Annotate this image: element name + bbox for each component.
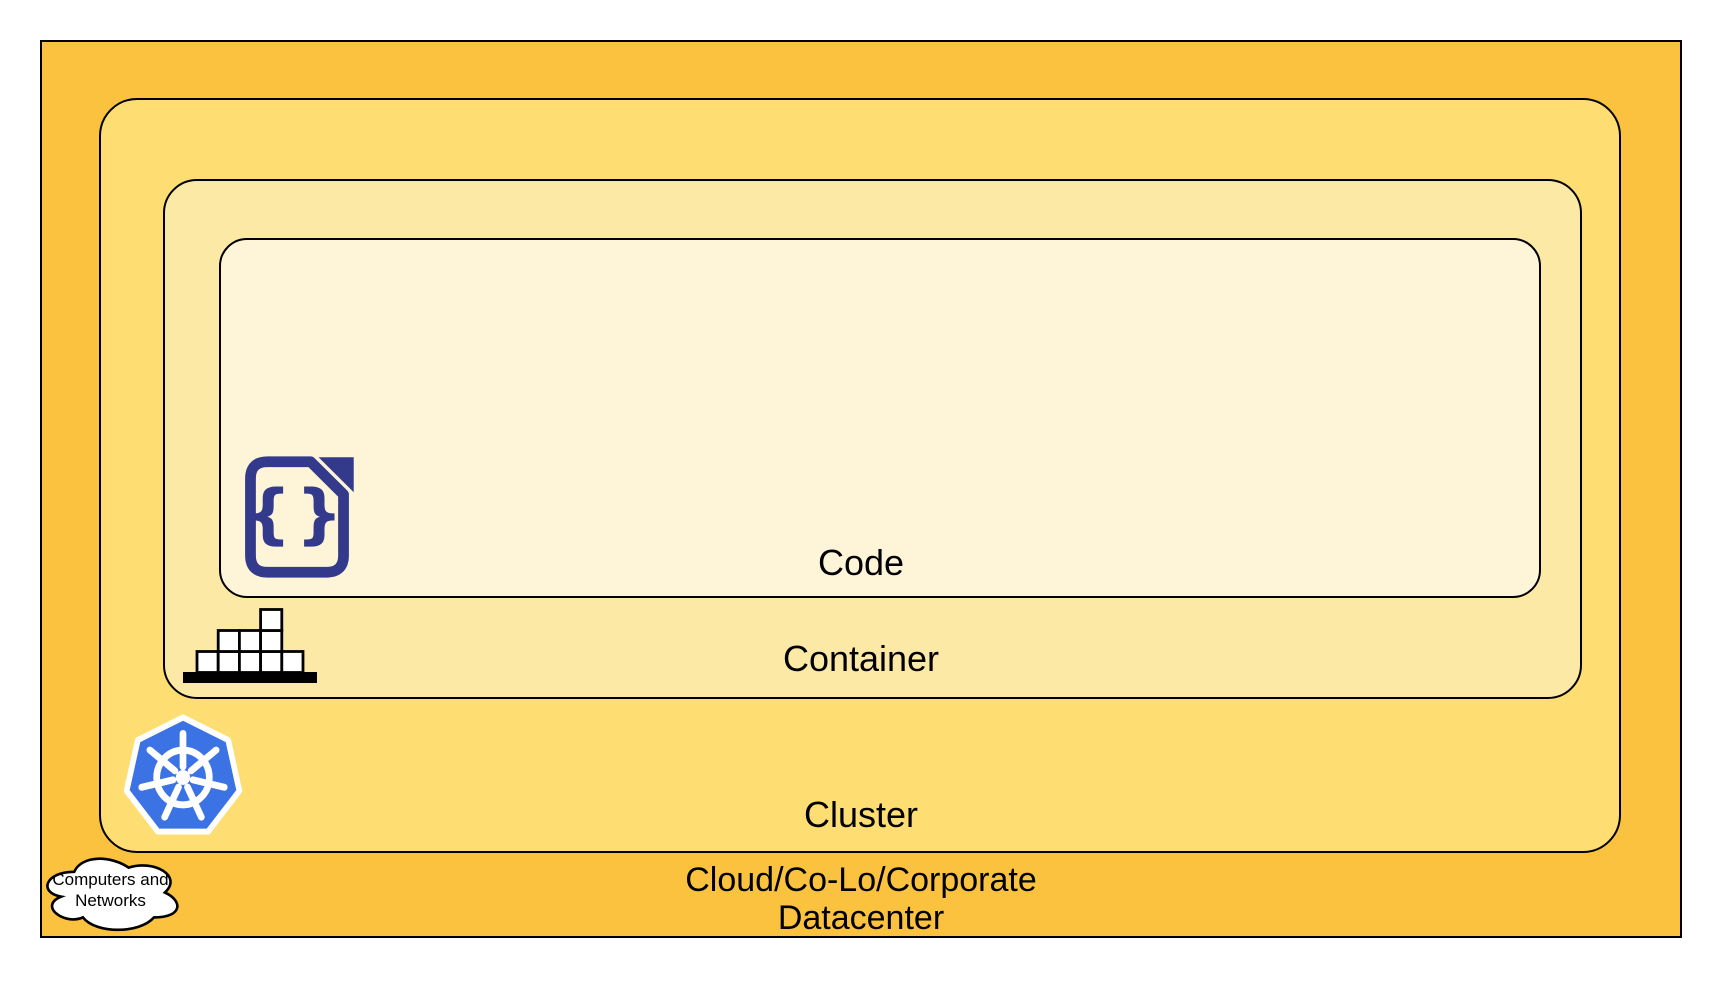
- datacenter-label-line1: Cloud/Co-Lo/Corporate: [685, 861, 1037, 899]
- code-file-fold: [318, 457, 354, 493]
- kubernetes-wheel-hub: [175, 769, 191, 786]
- cloud-icon: [36, 849, 185, 936]
- layer-datacenter: [40, 40, 1682, 938]
- container-label: Container: [782, 638, 940, 679]
- container-stack-icon: [183, 606, 317, 684]
- container-deck-bar: [183, 672, 317, 683]
- kubernetes-icon: [119, 711, 247, 844]
- container-boxes: [195, 608, 305, 674]
- code-braces-glyph: {}: [244, 476, 347, 552]
- cloud-badge-line1: Computers and: [52, 870, 169, 889]
- cloud-badge-line2: Networks: [75, 891, 146, 910]
- layer-container: [163, 179, 1582, 699]
- kubernetes-wheel: [138, 730, 228, 821]
- layer-code: [219, 238, 1541, 598]
- code-file-icon: {}: [238, 455, 356, 579]
- cluster-label: Cluster: [803, 794, 919, 835]
- datacenter-label-line2: Datacenter: [777, 899, 945, 937]
- code-file-outline: [245, 456, 349, 578]
- layer-cluster: [99, 98, 1621, 853]
- cloud-shape: [46, 857, 179, 932]
- code-label: Code: [817, 542, 905, 583]
